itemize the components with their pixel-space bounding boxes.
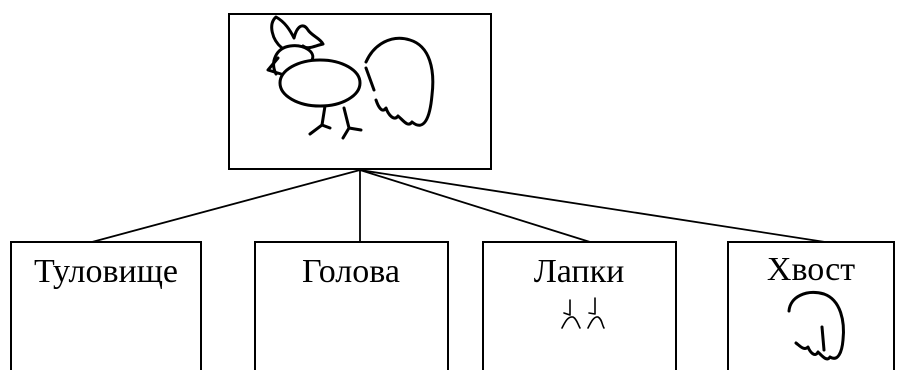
root-box (228, 13, 492, 170)
rooster-tail-drawing-icon (787, 291, 845, 361)
connector-to-body (91, 169, 361, 243)
root-node (228, 13, 492, 170)
child-node-feet: Лапки (482, 241, 677, 370)
child-box-head (254, 241, 449, 370)
rooster-drawing-icon (266, 15, 435, 140)
child-node-body: Туловище (10, 241, 202, 370)
child-label-head: Голова (302, 253, 400, 290)
child-label-tail: Хвост (767, 251, 855, 288)
rooster-feet-drawing-icon (561, 297, 605, 329)
child-node-head: Голова (254, 241, 449, 370)
child-box-tail (727, 241, 895, 370)
child-box-feet (482, 241, 677, 370)
child-node-tail: Хвост (727, 241, 895, 370)
connector-lines (91, 169, 826, 243)
connector-to-feet (359, 169, 591, 243)
connector-to-tail (359, 169, 826, 243)
child-box-body (10, 241, 202, 370)
child-label-body: Туловище (34, 253, 178, 290)
child-label-feet: Лапки (534, 253, 625, 290)
